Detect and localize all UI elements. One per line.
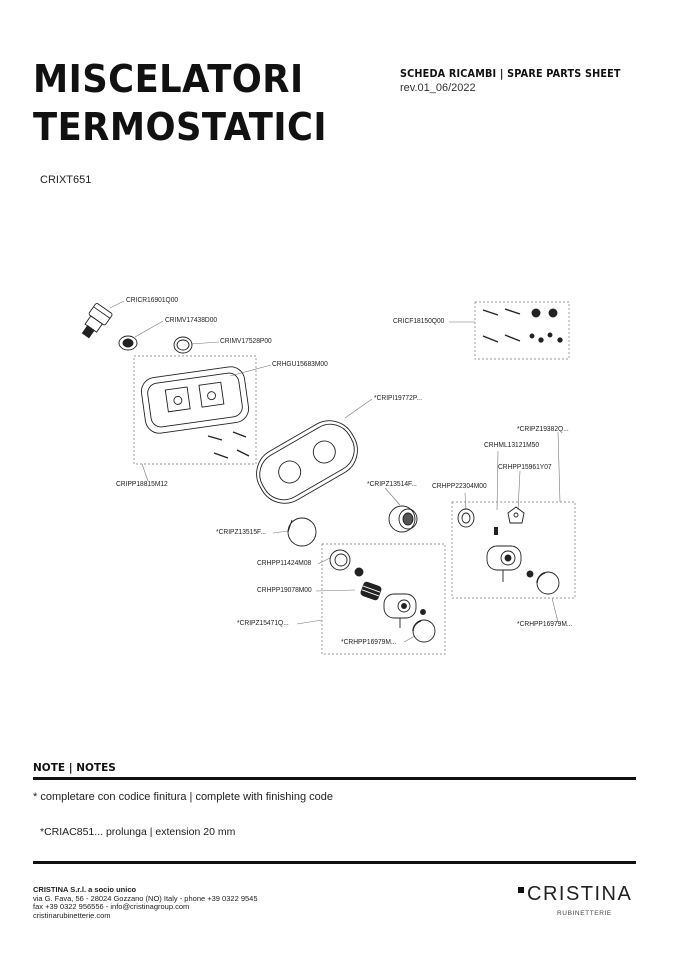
logo-text: CRISTINA xyxy=(527,883,633,905)
part-label: CRHML13121M50 xyxy=(484,442,540,449)
part-label: *CRIPZ19382Q... xyxy=(517,426,569,433)
part-label: CRIPP18815M12 xyxy=(116,481,168,488)
part-label: CRIMV17528P00 xyxy=(220,338,272,345)
group-box-wall-box xyxy=(133,355,257,465)
company-info: CRISTINA S.r.l. a socio unico via G. Fav… xyxy=(33,885,258,920)
note-finishing-code: * completare con codice finitura | compl… xyxy=(33,791,334,803)
group-box-right-valve xyxy=(451,501,576,599)
part-label: CRIMV17438D00 xyxy=(165,317,218,324)
company-name: CRISTINA S.r.l. a socio unico xyxy=(33,885,137,894)
product-code: CRIXT651 xyxy=(40,174,92,186)
group-box-screws xyxy=(474,301,570,360)
page-title-line1: MISCELATORI xyxy=(33,57,304,101)
brand-logo: CRISTINA xyxy=(518,883,632,906)
part-label: *CRIPZ13514F... xyxy=(367,481,417,488)
part-label: CRICR16901Q00 xyxy=(126,297,179,304)
page-title-line2: TERMOSTATICI xyxy=(33,105,328,149)
logo-subtitle: RUBINETTERIE xyxy=(557,910,612,917)
part-label: CRHPP22304M00 xyxy=(432,483,487,490)
part-label: *CRHPP16979M... xyxy=(341,639,397,646)
company-website[interactable]: cristinarubinetterie.com xyxy=(33,910,111,920)
part-label: CRHPP15961Y07 xyxy=(498,464,552,471)
part-label: CRHGU15683M00 xyxy=(272,361,328,368)
notes-heading: NOTE | NOTES xyxy=(33,762,116,774)
divider xyxy=(33,777,636,780)
group-box-left-valve xyxy=(321,543,446,655)
company-contact: fax +39 0322 956556 - info@cristinagroup… xyxy=(33,902,190,912)
revision-label: rev.01_06/2022 xyxy=(400,82,476,94)
part-label: *CRIPI19772P... xyxy=(374,395,422,402)
part-label: CRICF18150Q00 xyxy=(393,318,445,325)
logo-square-icon xyxy=(518,887,524,893)
part-label: *CRIPZ13515F... xyxy=(216,529,266,536)
part-label: CRHPP19078M00 xyxy=(257,587,312,594)
sheet-label: SCHEDA RICAMBI | SPARE PARTS SHEET xyxy=(400,68,621,80)
company-address: via G. Fava, 56 - 28024 Gozzano (NO) Ita… xyxy=(33,893,258,903)
part-label: *CRHPP16979M... xyxy=(517,621,573,628)
note-extension: *CRIAC851... prolunga | extension 20 mm xyxy=(40,826,236,838)
part-label: *CRIPZ15471Q... xyxy=(237,620,289,627)
divider xyxy=(33,861,636,864)
part-label: CRHPP11424M08 xyxy=(257,560,312,567)
